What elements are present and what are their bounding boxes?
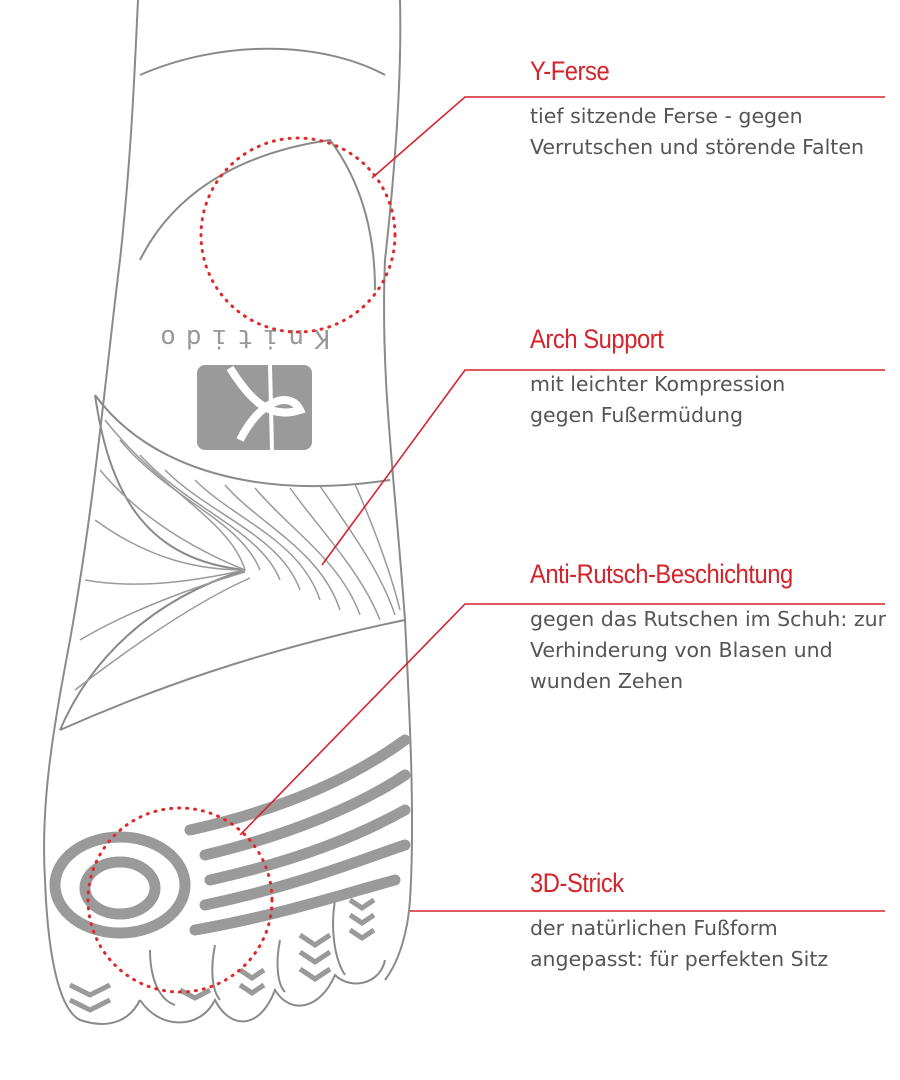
feature-description: gegen das Rutschen im Schuh: zur Verhind… (530, 607, 886, 693)
toe-pattern (49, 734, 411, 939)
arch-pattern (74, 419, 401, 691)
feature-description: mit leichter Kompression gegen Fußermüdu… (530, 372, 786, 427)
highlight-circles (86, 136, 397, 994)
feature-description: tief sitzende Ferse - gegen Verrutschen … (530, 104, 864, 159)
feature-description: der natürlichen Fußform angepasst: für p… (530, 916, 829, 971)
feature-y-ferse: Y-Ferse tief sitzende Ferse - gegen Verr… (530, 56, 900, 163)
feature-title: Y-Ferse (530, 56, 610, 86)
callout-lines (239, 96, 885, 912)
knitido-logo: Knitido (150, 323, 330, 451)
svg-text:Knitido: Knitido (150, 323, 330, 353)
feature-title: 3D-Strick (530, 868, 624, 898)
feature-anti-rutsch: Anti-Rutsch-Beschichtung gegen das Rutsc… (530, 559, 900, 697)
chevron-icons (68, 897, 376, 1013)
feature-3d-strick: 3D-Strick der natürlichen Fußform angepa… (530, 868, 900, 975)
feature-title: Anti-Rutsch-Beschichtung (530, 559, 793, 589)
sock-outline (43, 0, 414, 1025)
feature-arch-support: Arch Support mit leichter Kompression ge… (530, 324, 900, 431)
feature-title: Arch Support (530, 324, 664, 354)
